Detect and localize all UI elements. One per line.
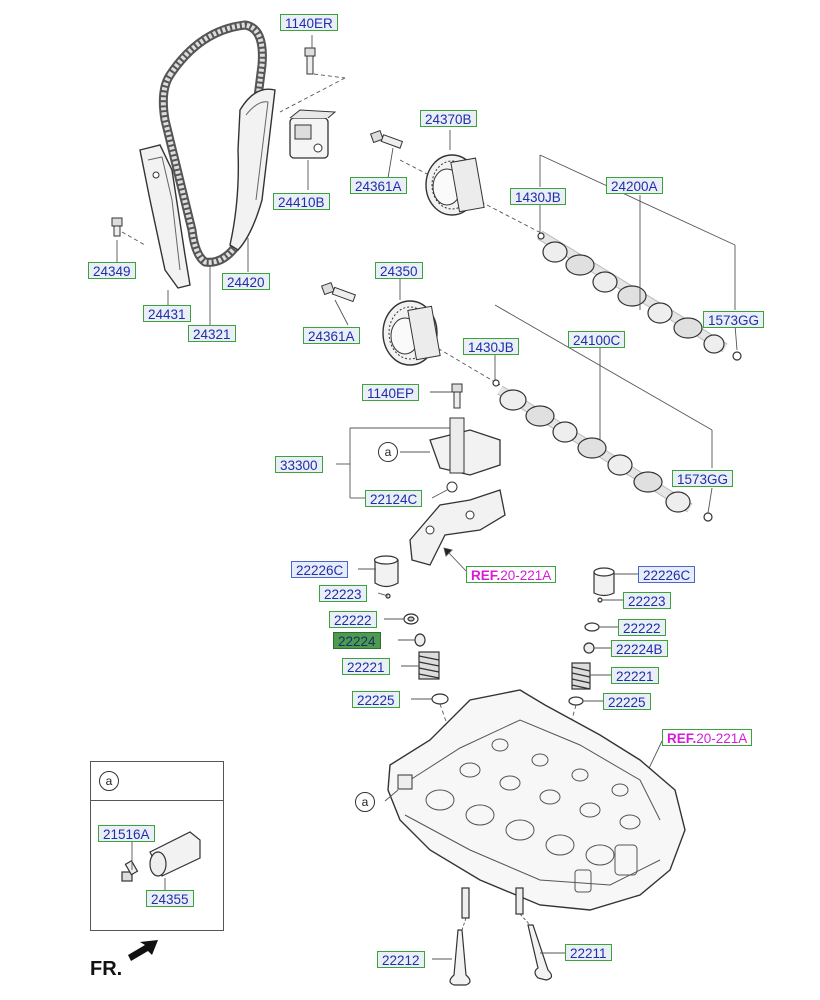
label-24431[interactable]: 24431: [143, 305, 191, 322]
label-1430jb-top[interactable]: 1430JB: [510, 188, 566, 205]
label-24350[interactable]: 24350: [375, 262, 423, 279]
leader-lines-valves: [384, 789, 565, 960]
label-22211[interactable]: 22211: [565, 944, 612, 961]
front-arrow: [128, 940, 158, 961]
callout-a-inset: a: [99, 771, 119, 791]
label-21516a[interactable]: 21516A: [98, 825, 155, 842]
label-22221-right[interactable]: 22221: [611, 667, 659, 684]
label-1430jb-bottom[interactable]: 1430JB: [463, 338, 519, 355]
bolt-24349: [111, 217, 123, 237]
ref-label-head[interactable]: REF.20-221A: [662, 729, 753, 746]
callout-a-head[interactable]: a: [355, 792, 375, 812]
label-24349[interactable]: 24349: [88, 262, 136, 279]
label-22124c[interactable]: 22124C: [365, 490, 423, 507]
sprocket-bolt-bottom: [320, 281, 357, 303]
inset-parts: [121, 831, 201, 890]
label-24321[interactable]: 24321: [188, 325, 236, 342]
label-22221-left[interactable]: 22221: [342, 658, 390, 675]
label-1140er[interactable]: 1140ER: [280, 14, 338, 31]
front-marker: FR.: [90, 958, 123, 980]
ref-head-number: 20-221A: [696, 731, 748, 746]
camshaft-intake: [492, 379, 713, 522]
ref-head-prefix: REF.: [667, 731, 697, 746]
valvetrain-left: [373, 555, 449, 705]
oil-control-valve-assembly: [409, 417, 506, 566]
ref-label-mid[interactable]: REF.20-221A: [466, 566, 557, 583]
camshaft-exhaust: [537, 230, 742, 361]
sprocket-bolt-top: [369, 129, 404, 149]
label-24420[interactable]: 24420: [222, 273, 270, 290]
cam-sprocket-intake: [382, 300, 441, 366]
bolt-1140ep: [451, 383, 463, 409]
inset-divider: [91, 800, 223, 801]
label-24361a-top[interactable]: 24361A: [350, 177, 407, 194]
label-24355[interactable]: 24355: [146, 890, 194, 907]
label-1573gg-top[interactable]: 1573GG: [703, 311, 765, 328]
label-22226c-left[interactable]: 22226C: [291, 561, 349, 578]
label-22223-right[interactable]: 22223: [623, 592, 671, 609]
label-22224-selected[interactable]: 22224: [333, 632, 381, 649]
label-22222-right[interactable]: 22222: [618, 619, 666, 636]
label-24361a-bottom[interactable]: 24361A: [303, 327, 360, 344]
ref-mid-number: 20-221A: [500, 568, 552, 583]
label-22225-left[interactable]: 22225: [352, 691, 400, 708]
cylinder-head: [387, 689, 686, 911]
chain-guide-right: [229, 88, 276, 251]
label-22212[interactable]: 22212: [377, 951, 425, 968]
leader-lines-top: [116, 35, 546, 325]
timing-chain: [158, 20, 267, 267]
label-22223-left[interactable]: 22223: [319, 585, 367, 602]
label-24410b[interactable]: 24410B: [273, 193, 330, 210]
chain-tensioner: [289, 109, 337, 159]
label-33300[interactable]: 33300: [275, 456, 323, 473]
label-1140ep[interactable]: 1140EP: [362, 384, 420, 401]
chain-guide-left: [139, 144, 191, 289]
callout-a-tensioner[interactable]: a: [378, 442, 398, 462]
valves: [449, 887, 553, 986]
label-22224b[interactable]: 22224B: [611, 640, 668, 657]
leader-lines-ocv: [336, 391, 469, 574]
label-24200a[interactable]: 24200A: [606, 177, 663, 194]
label-24370b[interactable]: 24370B: [420, 110, 477, 127]
label-22226c-right[interactable]: 22226C: [638, 566, 696, 583]
ref-mid-prefix: REF.: [471, 568, 501, 583]
valvetrain-right: [568, 567, 615, 706]
cam-sprocket-exhaust: [425, 154, 485, 216]
label-22222-left[interactable]: 22222: [329, 611, 377, 628]
bolt-1140er: [304, 47, 316, 75]
label-22225-right[interactable]: 22225: [603, 693, 651, 710]
label-24100c[interactable]: 24100C: [568, 331, 626, 348]
detail-inset-a: a 21516A 24355: [90, 761, 224, 931]
label-1573gg-bottom[interactable]: 1573GG: [672, 470, 734, 487]
